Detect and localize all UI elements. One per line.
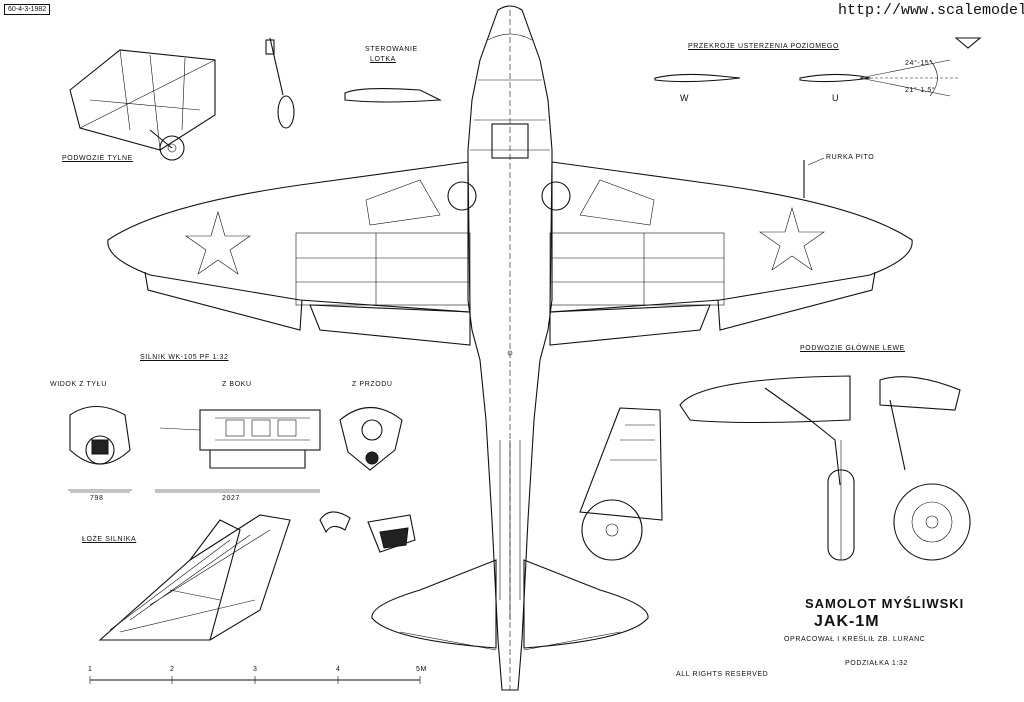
main-gear-drawing [679,375,971,561]
aircraft-plan-view [107,5,913,691]
title-line-2: JAK-1M [814,613,880,630]
scale-tick-4: 4 [336,666,341,673]
angle-bottom-label: 21°-1.5° [905,87,936,94]
scale-tick-2: 2 [170,666,175,673]
title-line-3: OPRACOWAŁ I KREŚLIŁ ZB. LURANC [784,636,926,643]
main-gear-label: PODWOZIE GŁÓWNE LEWE [800,345,905,352]
engine-mount-label: ŁOŻE SILNIKA [82,536,137,543]
aileron-control-label-2: LOTKA [370,56,396,63]
scale-label: PODZIAŁKA 1:32 [845,660,908,667]
exhaust-parts-drawing [319,511,416,553]
aileron-section-drawing [344,88,443,103]
angle-top-label: 24°-15° [905,60,933,67]
section-w-label: W [680,93,690,103]
scale-tick-5: 5m [416,666,427,673]
tail-gear-label: PODWOZIE TYLNE [62,155,133,162]
scale-tick-3: 3 [253,666,258,673]
engine-mount-drawing [98,514,291,641]
side-view-label: Z BOKU [222,381,252,388]
title-line-1: SAMOLOT MYŚLIWSKI [805,596,965,611]
dim-2027-label: 2027 [222,495,240,502]
pitot-drawing [803,157,825,198]
watermark-url[interactable]: http://www.scalemodels.ru [834,2,1024,19]
rights-label: ALL RIGHTS RESERVED [676,671,769,678]
pitot-label: RURKA PITO [826,154,875,161]
scale-bar-drawing [89,676,421,684]
drawing-id: 60-4-3-1982 [4,4,51,15]
engine-label: SILNIK WK-105 PF 1:32 [140,354,229,361]
tailplane-sections-label: PRZEKROJE USTERZENIA POZIOMEGO [688,43,840,50]
scale-tick-1: 1 [88,666,93,673]
tail-wheel-leg-drawing [265,37,295,129]
engine-views-drawing [68,405,403,491]
rear-view-label: WIDOK Z TYŁU [50,381,107,388]
tail-gear-drawing [69,49,216,161]
section-u-label: U [832,93,840,103]
tailplane-sections-drawing [654,37,982,97]
dim-798-label: 798 [90,495,104,502]
tail-fin-drawing [579,407,663,561]
aileron-control-label-1: STEROWANIE [365,46,418,53]
front-view-label: Z PRZODU [352,381,393,388]
